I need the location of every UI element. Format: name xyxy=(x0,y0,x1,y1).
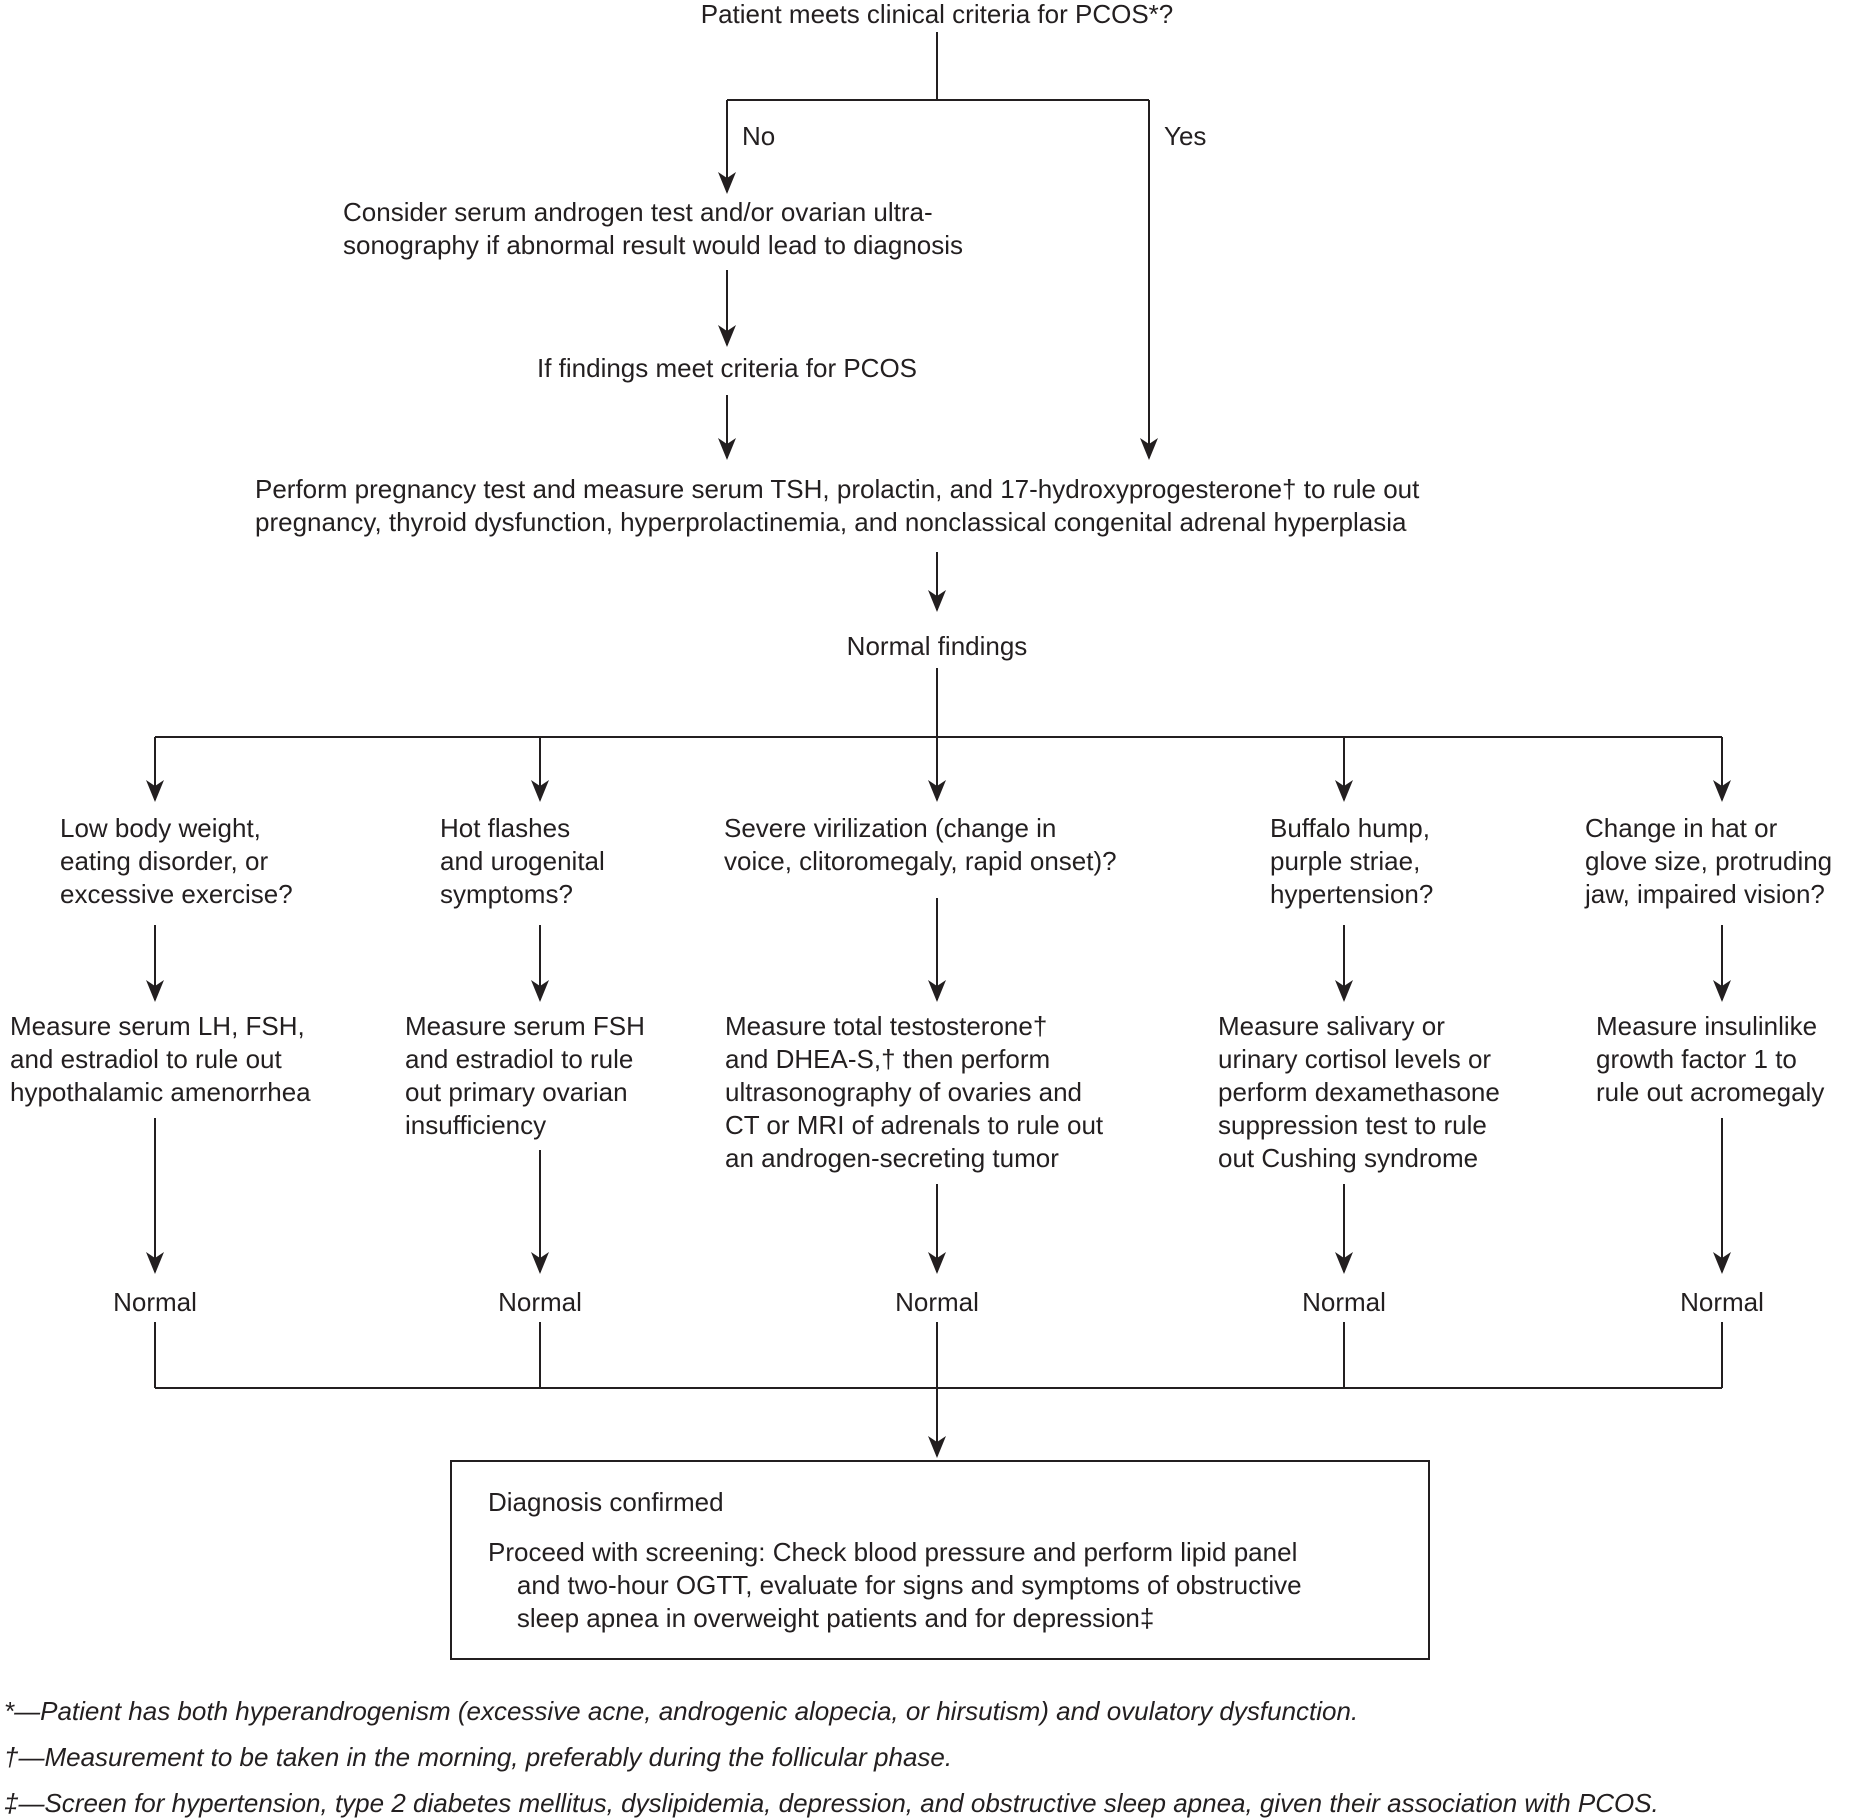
diagnosis-title: Diagnosis confirmed xyxy=(488,1487,724,1517)
footnote-asterisk: *—Patient has both hyperandrogenism (exc… xyxy=(4,1696,1359,1726)
normal-label-1: Normal xyxy=(113,1287,197,1317)
question-node-1: Low body weight, eating disorder, or exc… xyxy=(60,813,293,909)
question-node-2: Hot flashes and urogenital symptoms? xyxy=(440,813,605,909)
normal-label-3: Normal xyxy=(895,1287,979,1317)
branch-no-label: No xyxy=(742,121,776,151)
question-node-4: Buffalo hump, purple striae, hypertensio… xyxy=(1270,813,1434,909)
start-question: Patient meets clinical criteria for PCOS… xyxy=(700,0,1174,29)
action-node-3: Measure total testosterone† and DHEA-S,†… xyxy=(725,1011,1104,1173)
consider-node: Consider serum androgen test and/or ovar… xyxy=(343,197,964,260)
footnote-dagger: †—Measurement to be taken in the morning… xyxy=(4,1742,953,1772)
diagnosis-body: Proceed with screening: Check blood pres… xyxy=(488,1537,1302,1633)
normal-findings-node: Normal findings xyxy=(846,631,1028,661)
question-node-5: Change in hat or glove size, protruding … xyxy=(1585,813,1833,909)
normal-label-2: Normal xyxy=(498,1287,582,1317)
footnote-double-dagger: ‡—Screen for hypertension, type 2 diabet… xyxy=(4,1788,1659,1818)
perform-tests-node: Perform pregnancy test and measure serum… xyxy=(255,474,1420,537)
if-findings-node: If findings meet criteria for PCOS xyxy=(536,353,918,383)
action-node-5: Measure insulinlike growth factor 1 to r… xyxy=(1596,1011,1825,1107)
branch-yes-label: Yes xyxy=(1164,121,1207,151)
action-node-2: Measure serum FSH and estradiol to rule … xyxy=(405,1011,645,1140)
diagnosis-box xyxy=(450,1460,1430,1660)
action-node-1: Measure serum LH, FSH, and estradiol to … xyxy=(10,1011,311,1107)
normal-label-4: Normal xyxy=(1302,1287,1386,1317)
normal-label-5: Normal xyxy=(1680,1287,1764,1317)
question-node-3: Severe virilization (change in voice, cl… xyxy=(724,813,1117,876)
action-node-4: Measure salivary or urinary cortisol lev… xyxy=(1218,1011,1500,1173)
